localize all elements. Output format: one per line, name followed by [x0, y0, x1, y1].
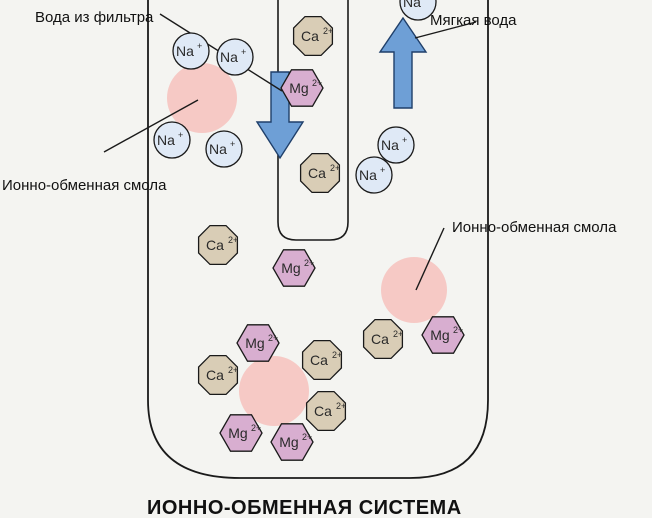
- na-ion-shape: [399, 0, 437, 21]
- mg-ion-shape: [272, 249, 316, 287]
- ca-ion-label: Ca: [301, 28, 319, 44]
- na-ion-label: Na: [359, 167, 377, 183]
- na-ion: Na+: [172, 32, 210, 70]
- ca-ion-charge: 2+: [332, 350, 342, 360]
- mg-ion-label: Mg: [289, 80, 308, 96]
- resin-bead: [167, 63, 237, 133]
- ca-ion-charge: 2+: [393, 329, 403, 339]
- na-ion-charge: +: [197, 41, 202, 51]
- mg-ion-label: Mg: [228, 425, 247, 441]
- na-ion: Na+: [399, 0, 437, 21]
- na-ion-shape: [377, 126, 415, 164]
- mg-ion: Mg 2+: [280, 69, 324, 107]
- mg-ion-label: Mg: [245, 335, 264, 351]
- mg-ion-shape: [219, 414, 263, 452]
- mg-ion-label: Mg: [281, 260, 300, 276]
- ca-ion-charge: 2+: [330, 163, 340, 173]
- mg-ion-charge: 2+: [304, 258, 314, 268]
- outflow-arrow: [378, 16, 428, 109]
- inner-tube: [277, 0, 349, 241]
- ca-ion-shape: [299, 152, 341, 194]
- na-ion-shape: [216, 38, 254, 76]
- na-ion-label: Na: [209, 141, 227, 157]
- mg-ion: Mg 2+: [421, 316, 465, 354]
- filter-water-label: Вода из фильтра: [35, 9, 154, 26]
- mg-ion: Mg 2+: [219, 414, 263, 452]
- outer-vessel: [147, 0, 489, 479]
- caption: ИОННО-ОБМЕННАЯ СИСТЕМА: [147, 497, 462, 518]
- mg-ion-charge: 2+: [302, 432, 312, 442]
- na-ion-charge: +: [380, 165, 385, 175]
- ca-ion-label: Ca: [314, 403, 332, 419]
- ca-ion-shape: [197, 224, 239, 266]
- na-ion-label: Na: [220, 49, 238, 65]
- resin-bead: [381, 257, 447, 323]
- mg-ion-shape: [236, 324, 280, 362]
- na-ion-label: Na: [176, 43, 194, 59]
- ca-ion-label: Ca: [310, 352, 328, 368]
- na-ion-label: Na: [157, 132, 175, 148]
- ca-ion: Ca 2+: [362, 318, 404, 360]
- ca-ion-charge: 2+: [228, 235, 238, 245]
- na-ion: Na+: [355, 156, 393, 194]
- ca-ion: Ca 2+: [292, 15, 334, 57]
- na-ion: Na+: [377, 126, 415, 164]
- resin-label-left: Ионно-обменная смола: [2, 177, 167, 194]
- mg-ion-shape: [421, 316, 465, 354]
- na-ion-shape: [205, 130, 243, 168]
- ca-ion-shape: [301, 339, 343, 381]
- ca-ion-charge: 2+: [336, 401, 346, 411]
- ca-ion-charge: 2+: [323, 26, 333, 36]
- na-ion-shape: [355, 156, 393, 194]
- ca-ion: Ca 2+: [305, 390, 347, 432]
- leader-line: [415, 227, 445, 291]
- ca-ion-label: Ca: [308, 165, 326, 181]
- na-ion-charge: +: [402, 135, 407, 145]
- ca-ion-label: Ca: [206, 237, 224, 253]
- ca-ion-shape: [197, 354, 239, 396]
- mg-ion-shape: [280, 69, 324, 107]
- na-ion-label: Na: [381, 137, 399, 153]
- mg-ion-charge: 2+: [453, 325, 463, 335]
- ca-ion-label: Ca: [206, 367, 224, 383]
- mg-ion-charge: 2+: [312, 78, 322, 88]
- na-ion-charge: +: [241, 47, 246, 57]
- ca-ion-shape: [292, 15, 334, 57]
- mg-ion-charge: 2+: [268, 333, 278, 343]
- ca-ion-label: Ca: [371, 331, 389, 347]
- ca-ion-shape: [305, 390, 347, 432]
- mg-ion: Mg 2+: [270, 423, 314, 461]
- ca-ion-charge: 2+: [228, 365, 238, 375]
- soft-water-label: Мягкая вода: [430, 12, 517, 29]
- mg-ion-label: Mg: [430, 327, 449, 343]
- resin-label-right: Ионно-обменная смола: [452, 219, 617, 236]
- na-ion-shape: [153, 121, 191, 159]
- na-ion-charge: +: [178, 130, 183, 140]
- mg-ion: Mg 2+: [272, 249, 316, 287]
- ca-ion: Ca 2+: [299, 152, 341, 194]
- leader-line: [414, 21, 477, 39]
- ca-ion-shape: [362, 318, 404, 360]
- leader-line: [103, 99, 199, 153]
- ca-ion: Ca 2+: [197, 354, 239, 396]
- ca-ion: Ca 2+: [197, 224, 239, 266]
- ca-ion: Ca 2+: [301, 339, 343, 381]
- mg-ion-charge: 2+: [251, 423, 261, 433]
- na-ion: Na+: [216, 38, 254, 76]
- na-ion-charge: +: [424, 0, 429, 2]
- na-ion-label: Na: [403, 0, 421, 10]
- ions-layer: Na+Na+Na+Na+Na+Na+Na+Ca2+Ca2+Ca2+Ca2+Ca2…: [153, 0, 465, 461]
- mg-ion-shape: [270, 423, 314, 461]
- mg-ion: Mg 2+: [236, 324, 280, 362]
- na-ion: Na+: [153, 121, 191, 159]
- na-ion: Na+: [205, 130, 243, 168]
- na-ion-charge: +: [230, 139, 235, 149]
- na-ion-shape: [172, 32, 210, 70]
- resin-bead: [239, 356, 309, 426]
- mg-ion-label: Mg: [279, 434, 298, 450]
